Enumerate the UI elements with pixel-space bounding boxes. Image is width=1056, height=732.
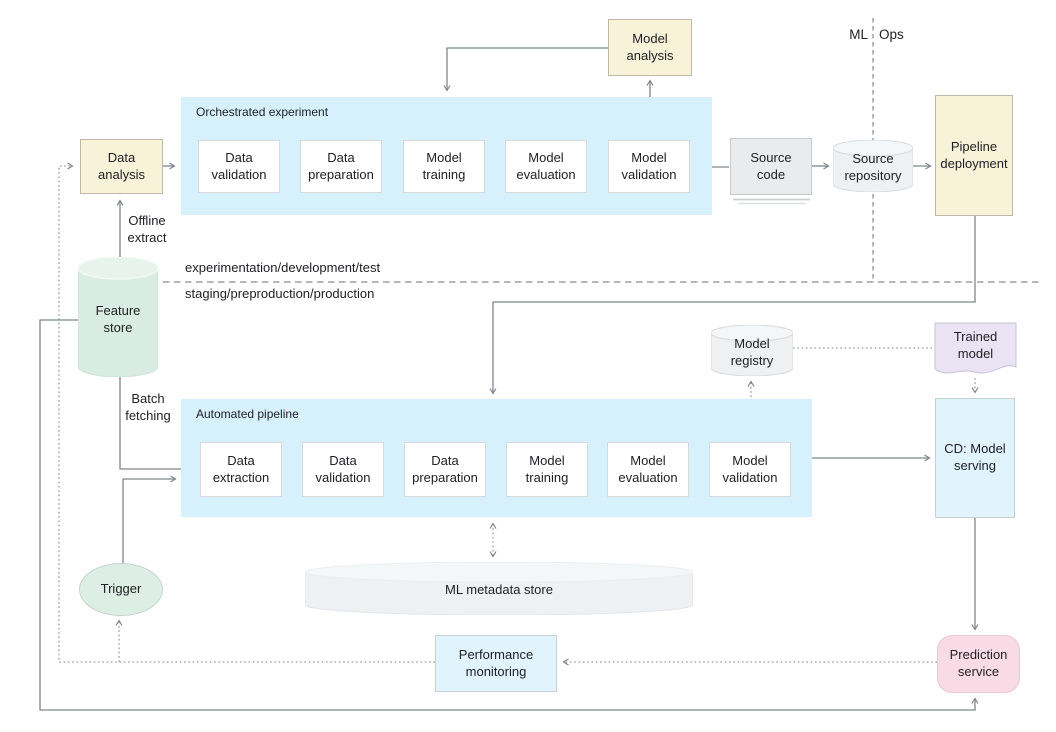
- model-registry-cylinder: [710, 324, 794, 377]
- step-data-validation-bottom: Data validation: [302, 442, 384, 497]
- arrow-batch-fetching: [119, 377, 195, 473]
- ops-label: Ops: [879, 27, 904, 42]
- step-model-validation-bottom: Model validation: [709, 442, 791, 497]
- arrow-trigger-to-pipeline: [122, 475, 177, 563]
- model-analysis-node: Model analysis: [608, 19, 692, 76]
- model-registry-label: Model registry: [730, 335, 774, 368]
- feature-store-label: Feature store: [95, 303, 141, 335]
- trained-model-label: Trained model: [953, 329, 998, 361]
- source-code-node: Source code: [730, 138, 812, 195]
- orchestrated-experiment-title: Orchestrated experiment: [196, 105, 329, 119]
- source-code-stack-lines: [733, 198, 810, 205]
- offline-extract-label: Offline extract: [127, 213, 167, 245]
- trigger-node: Trigger: [79, 563, 163, 616]
- ml-metadata-store-label: ML metadata store: [445, 582, 553, 598]
- trained-model-doc-shape: [934, 322, 1017, 374]
- cd-model-serving-node: CD: Model serving: [935, 398, 1015, 518]
- ml-metadata-store-node: ML metadata store: [304, 561, 694, 616]
- data-analysis-node: Data analysis: [80, 139, 163, 194]
- ml-label: ML: [849, 27, 868, 42]
- step-model-validation-top: Model validation: [608, 140, 690, 193]
- ml-metadata-store-cylinder: [304, 561, 694, 616]
- pipeline-deployment-node: Pipeline deployment: [935, 95, 1013, 216]
- experimentation-lane-label: experimentation/development/test: [185, 260, 381, 275]
- staging-lane-label: staging/preproduction/production: [185, 286, 375, 301]
- prediction-service-node: Prediction service: [937, 635, 1020, 693]
- step-data-extraction-bottom: Data extraction: [200, 442, 282, 497]
- feature-store-node: Feature store: [77, 256, 159, 378]
- step-model-training-bottom: Model training: [506, 442, 588, 497]
- automated-pipeline-title: Automated pipeline: [196, 407, 299, 421]
- arrow-model-analysis-to-experiment: [443, 47, 608, 92]
- step-model-evaluation-top: Model evaluation: [505, 140, 587, 193]
- performance-monitoring-node: Performance monitoring: [435, 635, 557, 692]
- trained-model-node: Trained model: [934, 322, 1017, 378]
- step-data-preparation-bottom: Data preparation: [404, 442, 486, 497]
- step-model-training-top: Model training: [403, 140, 485, 193]
- step-model-evaluation-bottom: Model evaluation: [607, 442, 689, 497]
- model-registry-node: Model registry: [710, 324, 794, 377]
- dotted-monitoring-to-data-analysis: [58, 162, 435, 663]
- automated-pipeline-container: Automated pipeline: [181, 399, 812, 517]
- step-data-preparation-top: Data preparation: [300, 140, 382, 193]
- batch-fetching-label: Batch fetching: [125, 391, 171, 423]
- arrow-deployment-to-automated-pipeline: [489, 216, 976, 395]
- source-repository-node: Source repository: [832, 139, 914, 193]
- step-data-validation-top: Data validation: [198, 140, 280, 193]
- solid-connectors: [39, 47, 979, 711]
- arrow-feature-store-to-prediction-service: [39, 319, 979, 711]
- source-repository-label: Source repository: [844, 151, 902, 183]
